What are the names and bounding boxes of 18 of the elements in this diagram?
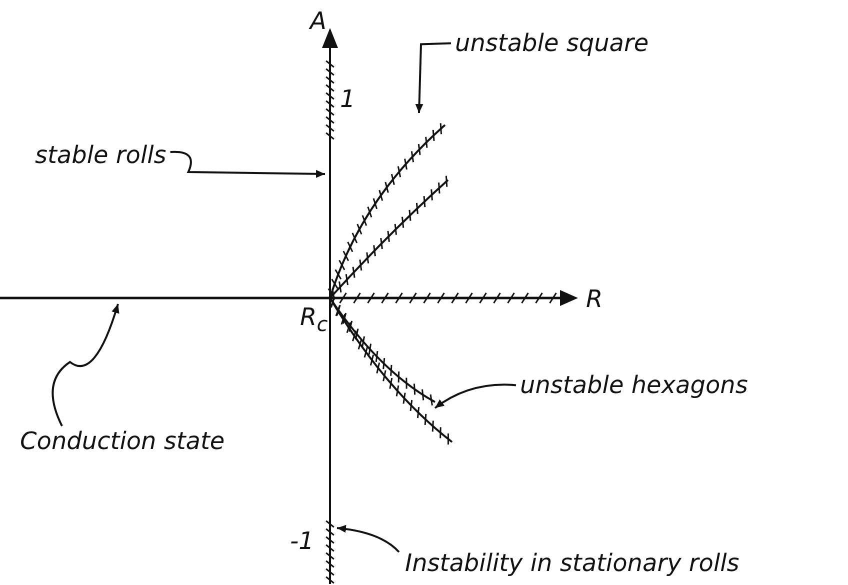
hatched-curve-pair: [329, 296, 453, 445]
leader-arrow: [336, 525, 400, 553]
axis-label: A: [310, 8, 326, 34]
horizontal-axis: [0, 290, 578, 306]
hatched-curve-pair: [328, 123, 449, 300]
annotation-label: Instability in stationary rolls: [405, 550, 740, 576]
axis-label: R: [586, 286, 603, 312]
annotation-label: unstable hexagons: [520, 372, 748, 398]
tick-label: 1: [340, 86, 356, 112]
leader-arrow: [415, 42, 452, 114]
annotation-label: Conduction state: [20, 428, 225, 454]
leader-arrow: [52, 304, 120, 426]
leader-arrow: [170, 150, 326, 178]
annotation-label: unstable square: [455, 30, 649, 56]
tick-label: -1: [290, 528, 314, 554]
leader-arrow: [434, 384, 516, 409]
axis-label: R$_{c}$: [300, 304, 328, 335]
annotation-label: stable rolls: [35, 142, 166, 168]
